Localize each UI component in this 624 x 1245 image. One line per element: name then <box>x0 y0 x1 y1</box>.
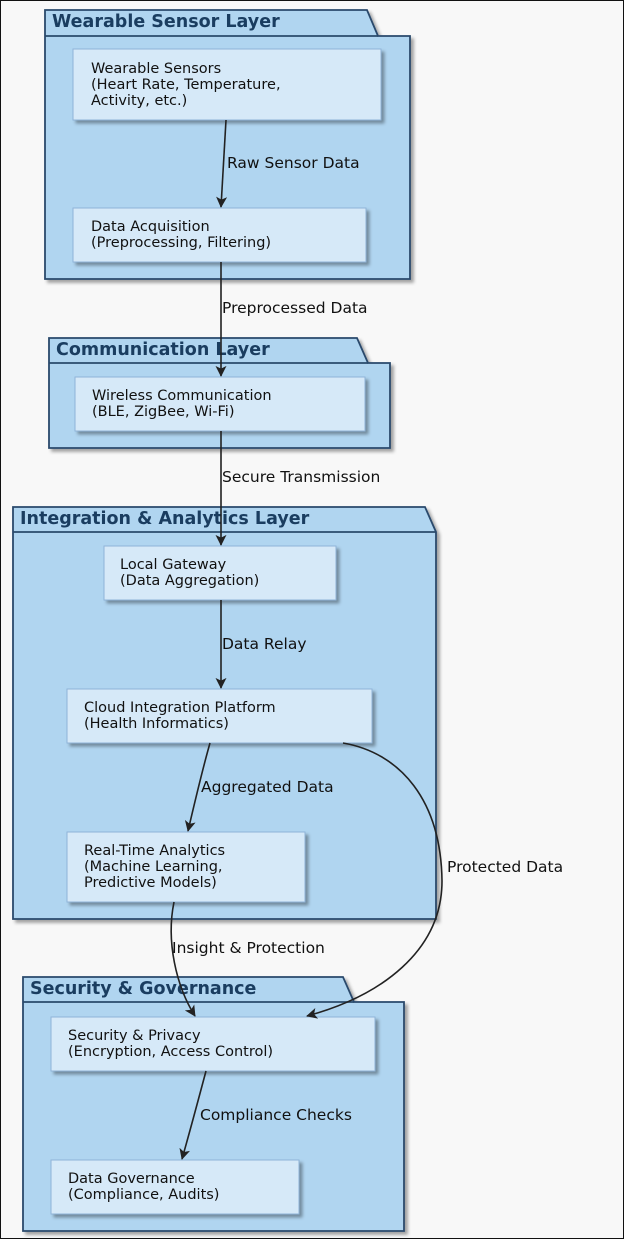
node-line: (Encryption, Access Control) <box>68 1044 273 1060</box>
node-line: Wearable Sensors <box>91 61 221 77</box>
edge-label: Secure Transmission <box>222 468 380 486</box>
node-line: Real-Time Analytics <box>84 843 225 859</box>
node-line: (Data Aggregation) <box>120 573 259 589</box>
node-line: (Health Informatics) <box>84 716 229 732</box>
edge-protected-data: Protected Data <box>306 742 563 1019</box>
edge-raw-sensor-data: Raw Sensor Data <box>216 119 360 208</box>
edge-label: Compliance Checks <box>200 1106 352 1124</box>
node-line: Data Governance <box>68 1171 195 1187</box>
edge-data-relay: Data Relay <box>215 600 307 689</box>
edge-label: Protected Data <box>447 858 563 876</box>
node-line: (BLE, ZigBee, Wi-Fi) <box>92 404 235 420</box>
node-data-governance: Data Governance (Compliance, Audits) <box>50 1159 300 1215</box>
node-real-time-analytics: Real-Time Analytics (Machine Learning, P… <box>66 831 306 903</box>
package-title: Security & Governance <box>30 979 257 999</box>
node-wearable-sensors: Wearable Sensors (Heart Rate, Temperatur… <box>72 48 382 121</box>
node-line: (Heart Rate, Temperature, <box>91 77 281 93</box>
edge-label: Aggregated Data <box>201 778 334 796</box>
edge-secure-transmission: Secure Transmission <box>215 431 380 546</box>
node-wireless-communication: Wireless Communication (BLE, ZigBee, Wi-… <box>74 376 366 432</box>
package-title: Integration & Analytics Layer <box>20 509 310 529</box>
edge-label: Data Relay <box>222 635 307 653</box>
node-line: Predictive Models) <box>84 875 217 891</box>
node-cloud-integration-platform: Cloud Integration Platform (Health Infor… <box>66 688 373 744</box>
node-line: (Compliance, Audits) <box>68 1187 219 1203</box>
node-line: (Preprocessing, Filtering) <box>91 235 271 251</box>
edge-aggregated-data: Aggregated Data <box>184 742 334 832</box>
node-security-privacy: Security & Privacy (Encryption, Access C… <box>50 1016 376 1072</box>
node-line: Activity, etc.) <box>91 93 187 109</box>
node-line: Security & Privacy <box>68 1028 201 1044</box>
package-title: Communication Layer <box>56 340 270 360</box>
node-line: Wireless Communication <box>92 388 272 404</box>
edge-compliance-checks: Compliance Checks <box>179 1070 352 1160</box>
edge-preprocessed-data: Preprocessed Data <box>215 262 368 377</box>
edge-label: Preprocessed Data <box>222 299 368 317</box>
node-line: Local Gateway <box>120 557 227 573</box>
package-title: Wearable Sensor Layer <box>52 12 280 32</box>
node-data-acquisition: Data Acquisition (Preprocessing, Filteri… <box>72 207 367 263</box>
node-line: (Machine Learning, <box>84 859 223 875</box>
edge-label: Insight & Protection <box>172 939 325 957</box>
node-line: Data Acquisition <box>91 219 210 235</box>
edge-label: Raw Sensor Data <box>227 154 360 172</box>
node-local-gateway: Local Gateway (Data Aggregation) <box>103 545 337 601</box>
node-line: Cloud Integration Platform <box>84 700 276 716</box>
edge-insight-protection: Insight & Protection <box>170 901 325 1017</box>
